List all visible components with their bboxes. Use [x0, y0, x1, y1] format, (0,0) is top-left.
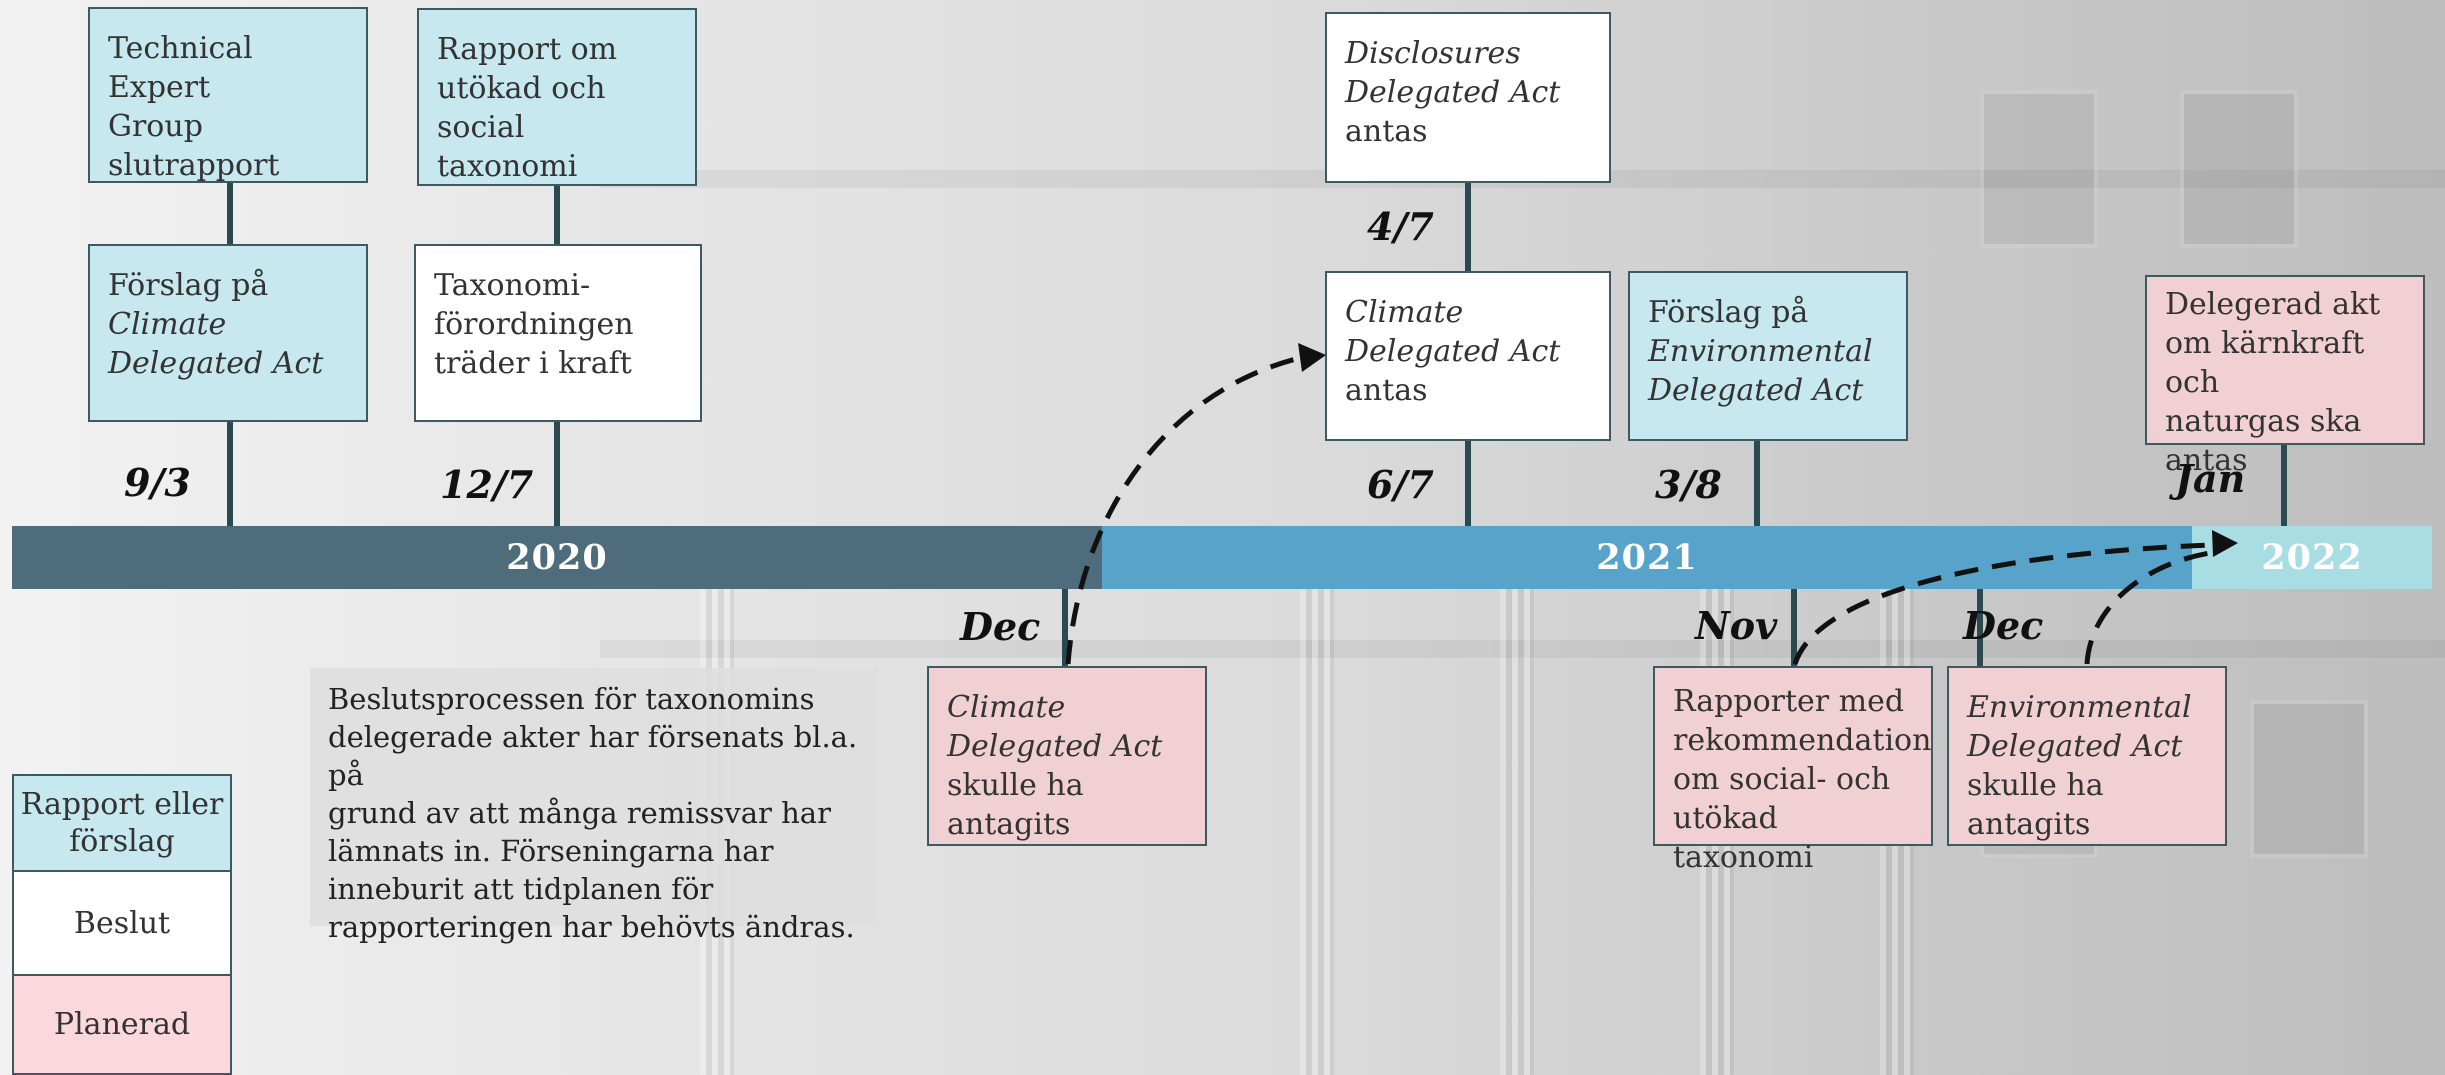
background-window	[2180, 90, 2298, 248]
event-text-line: träder i kraft	[434, 346, 632, 381]
note-text-line: lämnats in. Förseningarna har	[328, 834, 774, 868]
event-text-line: om kärnkraft och	[2165, 326, 2365, 400]
event-text-line: rekommendation	[1673, 723, 1932, 758]
date-label: 3/8	[1655, 462, 1722, 507]
connector-line	[1465, 182, 1471, 272]
delay-arrow-environmental	[2084, 550, 2211, 665]
event-text-line: antas	[1345, 114, 1428, 149]
year-label: 2021	[1596, 537, 1698, 578]
event-rapporter-med-rekommendation: Rapporter med rekommendation om social- oc…	[1653, 666, 1933, 875]
connector-line	[1465, 440, 1471, 528]
note-text-line: rapporteringen har behövts ändras.	[328, 910, 855, 944]
date-label: Nov	[1695, 603, 1778, 648]
event-text-line: Climate	[947, 690, 1066, 725]
event-text-line: antas	[1345, 373, 1428, 408]
note-text-line: inneburit att tidplanen för	[328, 872, 714, 906]
connector-line	[227, 421, 233, 528]
event-text-line: naturgas ska	[2165, 404, 2362, 439]
note-text-line: delegerade akter har försenats bl.a. på	[328, 720, 858, 792]
connector-line	[2281, 445, 2287, 528]
background-window	[1980, 90, 2098, 248]
event-text-line: skulle ha antagits	[1967, 768, 2104, 842]
event-text-line: Rapporter med	[1673, 684, 1905, 719]
legend-decision: Beslut	[12, 870, 232, 976]
legend-label: förslag	[69, 824, 175, 859]
event-text-line: Delegated Act	[1345, 334, 1561, 369]
event-text-line: Förslag på	[108, 268, 269, 303]
event-text-line: Delegated Act	[1345, 75, 1561, 110]
event-text-line: Delegerad akt	[2165, 287, 2381, 322]
legend-label: Beslut	[73, 905, 171, 941]
delay-note: Beslutsprocessen för taxonomins delegerad…	[310, 668, 878, 944]
connector-line	[1062, 587, 1068, 667]
timeline-segment-2020: 2020	[12, 526, 1102, 589]
event-text-line: Taxonomi-	[434, 268, 591, 303]
connector-line	[227, 182, 233, 244]
legend-label: Planerad	[53, 1007, 191, 1042]
event-text-line: förordningen	[434, 307, 634, 342]
event-text-line: Delegated Act	[108, 346, 324, 381]
date-label: 9/3	[124, 460, 191, 505]
year-label: 2022	[2261, 537, 2363, 578]
connector-line	[554, 421, 560, 528]
event-text-line: om social- och	[1673, 762, 1891, 797]
event-text-line: Delegated Act	[947, 729, 1163, 764]
event-text-line: Environmental	[1648, 334, 1873, 369]
event-text-line: taxonomi	[437, 149, 578, 184]
background-column	[1300, 560, 1334, 1075]
event-text-line: Förslag på	[1648, 295, 1809, 330]
event-text-line: Climate	[108, 307, 227, 342]
year-label: 2020	[506, 537, 608, 578]
connector-line	[554, 184, 560, 246]
note-text-line: grund av att många remissvar har	[328, 796, 831, 830]
background-window	[2250, 700, 2368, 858]
event-text-line: utökad taxonomi	[1673, 801, 1814, 875]
event-text-line: Delegated Act	[1648, 373, 1864, 408]
event-text-line: Rapport om	[437, 32, 618, 67]
timeline-arrow-head	[2390, 526, 2430, 589]
date-label: 12/7	[440, 462, 534, 507]
delay-arrow-climate	[1065, 355, 1301, 665]
event-text-line: skulle ha antagits	[947, 768, 1084, 842]
note-text-line: Beslutsprocessen för taxonomins	[328, 682, 815, 716]
date-label: Jan	[2175, 456, 2246, 501]
timeline-segment-2021: 2021	[1102, 526, 2192, 589]
event-text-line: Technical Expert	[108, 31, 253, 105]
event-text-line: Environmental	[1967, 690, 2192, 725]
event-rapport-utokad-taxonomi: Rapport om utökad och social taxonomi	[417, 8, 697, 186]
date-label: 6/7	[1367, 462, 1434, 507]
legend-planned: Planerad	[12, 974, 232, 1075]
legend-label: Rapport eller	[20, 787, 224, 822]
event-karnkraft-naturgas: Delegerad akt om kärnkraft och naturgas sk…	[2145, 275, 2425, 478]
event-text-line: utökad och social	[437, 71, 606, 145]
event-text-line: slutrapport	[108, 148, 280, 183]
date-label: Dec	[960, 604, 1041, 649]
date-label: 4/7	[1367, 204, 1434, 249]
date-label: Dec	[1963, 603, 2044, 648]
background-cornice	[600, 640, 2445, 658]
event-text-line: Delegated Act	[1967, 729, 2183, 764]
event-text-line: Disclosures	[1345, 36, 1521, 71]
event-text-line: Climate	[1345, 295, 1464, 330]
delay-arrow-rapporter	[1792, 542, 2211, 665]
arrow-head	[1298, 343, 1326, 372]
event-taxonomiforordningen: Taxonomi-förordningen träder i kraft	[414, 244, 702, 422]
connector-line	[1977, 587, 1983, 667]
connector-line	[1791, 587, 1797, 667]
background-column	[1500, 560, 1534, 1075]
event-text-line: Group	[108, 109, 203, 144]
arrow-head	[2212, 530, 2238, 557]
connector-line	[1754, 440, 1760, 528]
event-text-line: antas	[2165, 443, 2248, 478]
